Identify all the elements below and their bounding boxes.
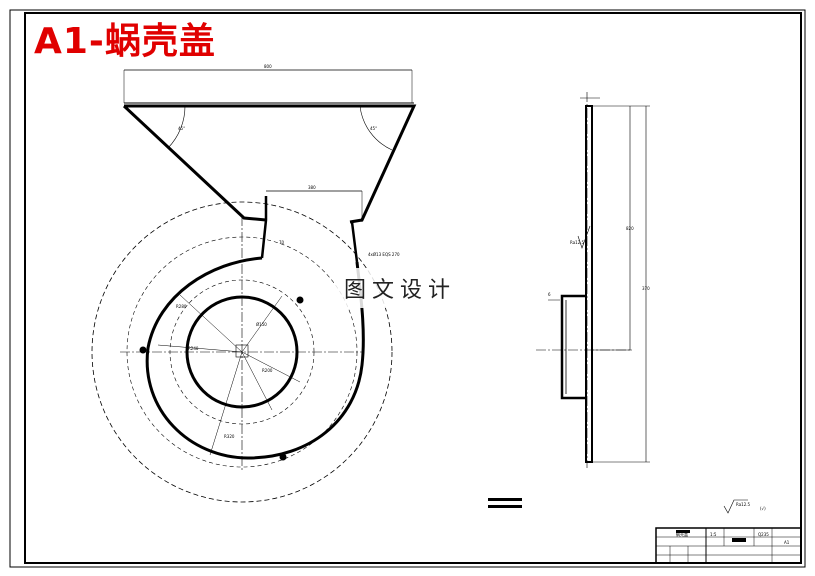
outlet-depth-dim: 70 [279,240,285,245]
r-main-dim: R280 [176,304,187,309]
r-inner-dim: Ø150 [256,322,267,327]
angle-left-dim: 45° [178,126,185,131]
r-mid-dim: R200 [262,368,273,373]
bolt-hole [296,296,304,304]
tb-sheet: A1 [784,540,790,545]
side-hub [560,294,586,400]
watermark: 图文设计 [334,268,467,308]
outlet-neck [260,196,359,263]
hopper [122,104,417,224]
general-ra: Ra12.5 [736,502,751,507]
volute-casing [145,256,365,460]
outlet-width-dim: 380 [308,185,316,190]
inner-border [24,12,802,564]
tb-name: 蜗壳盖 [676,531,688,537]
front-dim-texts: 800 45° 45° 380 70 4xØ13 EQS 270 R280 Ø1… [176,64,400,439]
angle-right-dim: 45° [370,126,377,131]
revision-mark [488,498,522,508]
side-h1-dim: 820 [626,226,634,231]
tb-scale: 1:5 [710,532,717,537]
top-width-dim: 800 [264,64,272,69]
side-ra: Ra12.5 [570,240,585,245]
side-dim-texts: 820 370 6 Ra12.5 [548,226,650,297]
roughness-symbol-side [577,225,591,249]
hole-note: 4xØ13 EQS 270 [368,252,400,257]
side-view [536,92,650,468]
side-h2-dim: 370 [642,286,650,291]
bolt-hole [279,453,287,461]
title-block [655,527,802,564]
outer-dashed-circle [91,201,393,503]
side-thk-dim: 6 [548,292,551,297]
angle-arc-left [167,105,186,149]
drawing-title: A1-蜗壳盖 [34,21,216,62]
angle-arc-right [359,105,393,151]
front-view [91,69,417,503]
outer-border [9,9,806,568]
general-finish-note: (√) [760,506,766,511]
title-block-texts: 蜗壳盖 1:5 Q235 A1 [676,531,790,545]
r-lower-dim: R320 [224,434,235,439]
tb-material: Q235 [758,532,769,537]
bolt-hole [139,346,147,354]
side-plate [585,105,593,463]
r-small-dim: R240 [188,346,199,351]
general-roughness [723,499,748,514]
